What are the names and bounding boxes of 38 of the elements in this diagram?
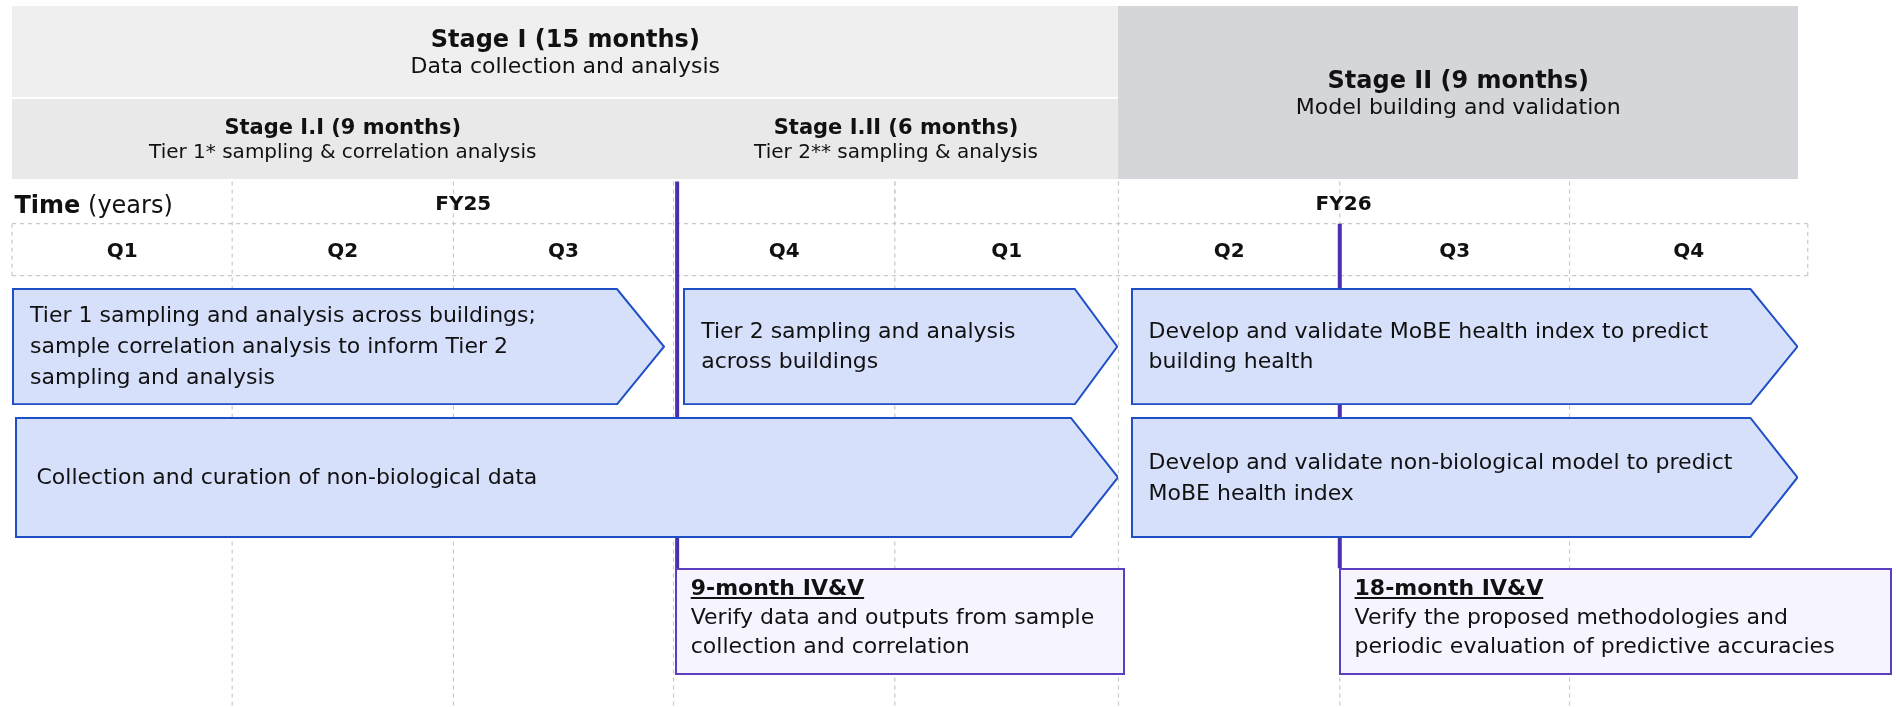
- milestone-description: Verify data and outputs from sample collection and correlation: [690, 602, 1096, 660]
- quarter-label: Q3: [547, 236, 580, 264]
- quarter-label: Q4: [767, 236, 801, 264]
- stage-heading: Stage II (9 months): [1327, 66, 1589, 94]
- fiscal-year-label: FY25: [435, 191, 492, 216]
- stage-heading: Stage I.II (6 months): [773, 115, 1019, 140]
- quarter-label: Q1: [105, 236, 139, 264]
- task-text: Collection and curation of non-biological data: [36, 463, 538, 492]
- stage-band: [1118, 6, 1799, 179]
- milestone-description: Verify the proposed methodologies and periodic evaluation of predictive accuracies: [1354, 602, 1836, 660]
- stage-description: Tier 1* sampling & correlation analysis: [149, 139, 537, 164]
- task-bar: [683, 287, 1119, 406]
- stage-band: [673, 99, 1119, 179]
- stage-heading: Stage I.I (9 months): [224, 115, 462, 140]
- quarter-label: Q4: [1672, 236, 1706, 264]
- quarter-label: Q2: [326, 236, 360, 264]
- milestone-box: [674, 568, 1125, 675]
- stage-band: [12, 6, 1119, 97]
- quarter-label: Q1: [990, 236, 1024, 264]
- stage-description: Data collection and analysis: [410, 52, 721, 78]
- task-text: Develop and validate MoBE health index to predict building health: [1148, 316, 1710, 376]
- milestone-heading: 9-month IV&V: [690, 574, 866, 603]
- task-text: Tier 1 sampling and analysis across buildings; sample correlation analysis to inform Tier 2 sampling and analysis: [30, 301, 537, 391]
- task-text: Tier 2 sampling and analysis across buildings: [701, 316, 1017, 376]
- stage-description: Model building and validation: [1295, 94, 1621, 119]
- milestone-box: [1338, 568, 1893, 675]
- milestone-heading: 18-month IV&V: [1354, 574, 1545, 603]
- task-text: Develop and validate non-biological model to predict MoBE health index: [1148, 447, 1734, 507]
- task-bar: [14, 417, 1119, 539]
- stage-heading: Stage I (15 months): [430, 24, 700, 53]
- fiscal-year-label: FY26: [1315, 191, 1372, 216]
- quarter-label: Q2: [1212, 236, 1246, 264]
- stage-description: Tier 2** sampling & analysis: [754, 139, 1038, 164]
- task-bar: [12, 287, 666, 406]
- axis-title: Time (years): [14, 191, 173, 220]
- task-bar: [1130, 417, 1799, 539]
- task-bar: [1130, 287, 1799, 406]
- quarter-label: Q3: [1438, 236, 1472, 264]
